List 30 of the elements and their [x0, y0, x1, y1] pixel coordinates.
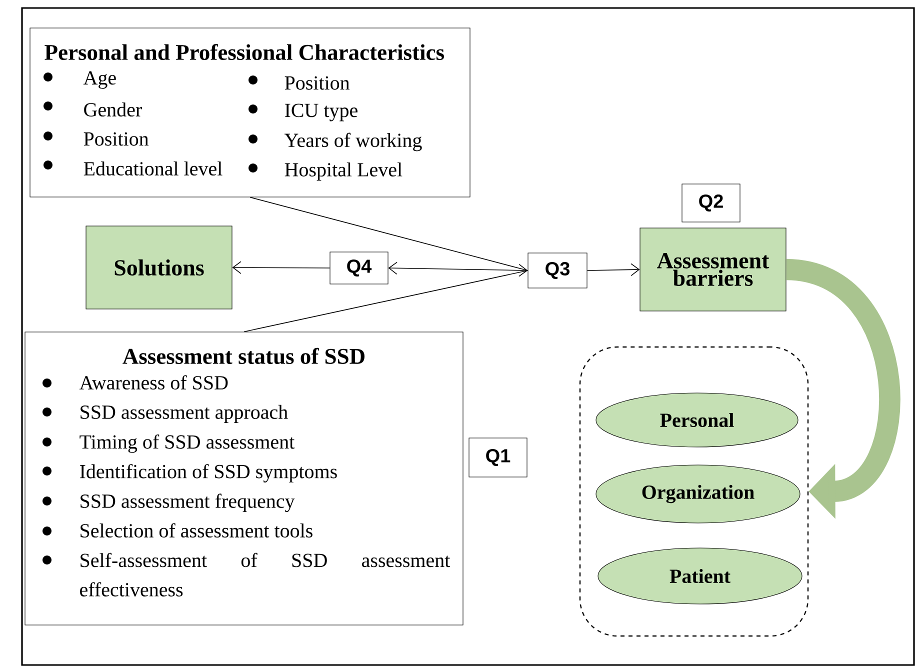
- list-item: Selection of assessment tools: [80, 523, 312, 538]
- question-box: Q2: [682, 184, 740, 222]
- list-item: Years of working: [284, 132, 422, 152]
- dashed-group-box: [579, 346, 809, 637]
- process-box: Assessment barriers: [640, 228, 786, 312]
- list-item: Self-assessment of SSD assessment effectiveness: [80, 552, 450, 596]
- heading: Assessment status of SSD: [122, 348, 364, 364]
- question-box: Q4: [330, 252, 388, 284]
- heading: Personal and Professional Characteristics: [44, 44, 444, 60]
- list-item: Age: [83, 71, 116, 89]
- list-item: Identification of SSD symptoms: [80, 464, 337, 482]
- list-item: Hospital Level: [284, 162, 402, 181]
- connector-line: [250, 196, 528, 271]
- list-item: Timing of SSD assessment: [80, 434, 295, 453]
- arrow: [232, 261, 330, 274]
- arrow: [388, 262, 528, 277]
- list-item: SSD assessment approach: [80, 404, 288, 423]
- question-box: Q3: [528, 252, 588, 288]
- connector-line: [244, 270, 528, 332]
- list-item: Educational level: [84, 161, 222, 176]
- process-box: Solutions: [86, 226, 232, 310]
- list-item: Awareness of SSD: [79, 375, 228, 390]
- list-item: ICU type: [285, 104, 358, 122]
- question-box: Q1: [468, 438, 528, 478]
- list-item: Position: [284, 76, 350, 90]
- list-item: Position: [84, 132, 149, 146]
- arrow: [586, 263, 640, 276]
- list-item: SSD assessment frequency: [80, 494, 295, 512]
- curved-arrow: [784, 258, 900, 519]
- list-item: Gender: [84, 102, 142, 117]
